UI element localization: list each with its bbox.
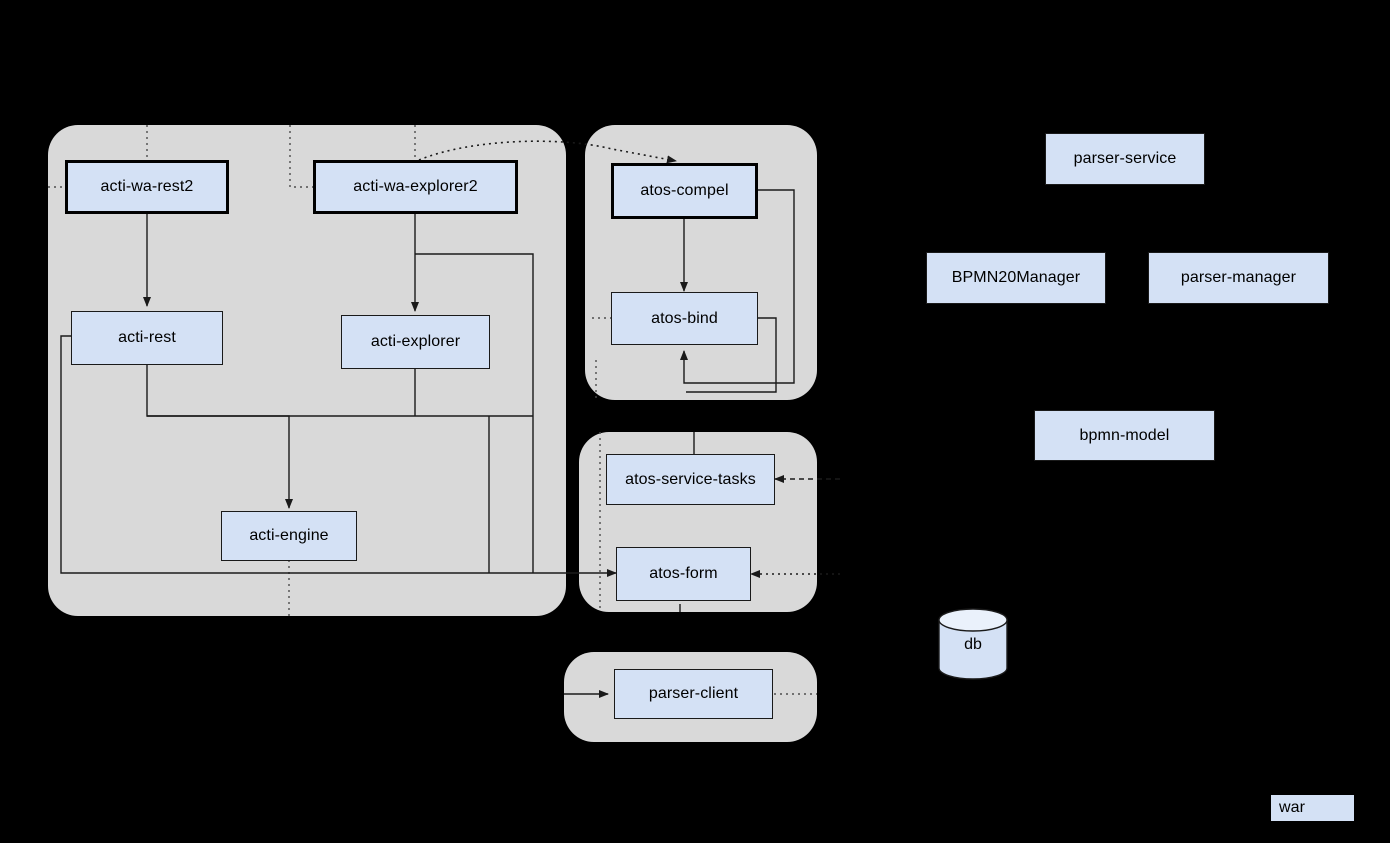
node-label: BPMN20Manager (951, 269, 1081, 287)
node-label: atos-service-tasks (625, 470, 756, 488)
node-acti-engine[interactable]: acti-engine (221, 511, 357, 561)
database-icon (938, 608, 1008, 680)
node-parser-client[interactable]: parser-client (614, 669, 773, 719)
node-label: atos-bind (651, 309, 718, 327)
node-label: atos-form (649, 565, 718, 583)
node-label: atos-compel (640, 182, 729, 200)
node-label: parser-client (648, 685, 739, 703)
db-label: db (964, 636, 982, 653)
node-parser-manager[interactable]: parser-manager (1148, 252, 1329, 304)
node-db[interactable]: db (938, 608, 1008, 680)
node-label: parser-service (1073, 150, 1177, 168)
node-acti-wa-explorer2[interactable]: acti-wa-explorer2 (313, 160, 518, 214)
node-atos-form[interactable]: atos-form (616, 547, 751, 601)
node-bpmn20manager[interactable]: BPMN20Manager (926, 252, 1106, 304)
node-acti-wa-rest2[interactable]: acti-wa-rest2 (65, 160, 229, 214)
node-label: acti-rest (118, 329, 176, 347)
node-acti-rest[interactable]: acti-rest (71, 311, 223, 365)
node-label: acti-wa-rest2 (100, 178, 194, 196)
node-atos-service-tasks[interactable]: atos-service-tasks (606, 454, 775, 505)
node-acti-explorer[interactable]: acti-explorer (341, 315, 490, 369)
node-atos-bind[interactable]: atos-bind (611, 292, 758, 345)
node-label: acti-explorer (370, 333, 461, 351)
node-label: acti-wa-explorer2 (353, 178, 478, 196)
legend-war-label: war (1279, 799, 1306, 817)
node-atos-compel[interactable]: atos-compel (611, 163, 758, 219)
node-bpmn-model[interactable]: bpmn-model (1034, 410, 1215, 461)
node-label: bpmn-model (1079, 426, 1170, 444)
node-label: acti-engine (249, 527, 329, 545)
node-label: parser-manager (1180, 269, 1297, 287)
legend-war-swatch: war (1271, 795, 1354, 821)
node-parser-service[interactable]: parser-service (1045, 133, 1205, 185)
